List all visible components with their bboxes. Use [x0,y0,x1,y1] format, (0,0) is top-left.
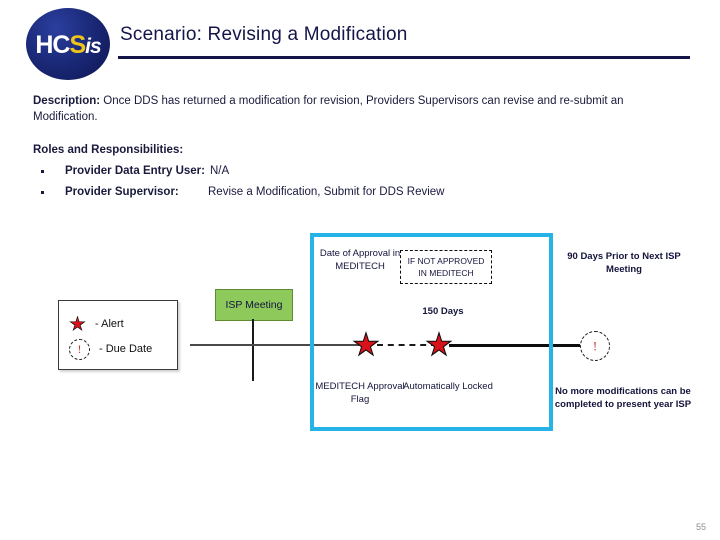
timeline-segment-dashed [377,344,437,346]
role-value: Revise a Modification, Submit for DDS Re… [208,186,445,198]
label-meditech-approval-flag: MEDITECH Approval Flag [315,381,405,405]
role-label: Provider Supervisor: [65,186,179,198]
logo-hc-text: HC [35,30,70,59]
timeline-segment-right [449,344,580,347]
hcsis-logo: HCSis [26,8,110,80]
label-no-more-modifications: No more modifications can be completed t… [554,386,692,410]
timeline-diagram: - Alert ! - Due Date ISP Meeting Date of… [0,225,720,450]
logo-is-text: is [85,34,101,58]
logo-s-text: S [69,30,86,59]
if-not-approved-line2: IN MEDITECH [418,268,474,278]
logo-wordmark: HCSis [35,30,101,59]
legend-item-due-date: ! - Due Date [69,337,152,361]
role-value: N/A [210,165,230,177]
exclamation-glyph: ! [592,338,598,354]
bullet-icon [41,170,44,173]
timeline-segment-left [190,344,365,346]
description-text: Once DDS has returned a modification for… [33,95,624,123]
star-icon [69,315,86,331]
legend-label: - Due Date [99,343,153,355]
label-automatically-locked: Automatically Locked [403,381,493,392]
legend-item-alert: - Alert [69,312,124,336]
star-inner-icon [71,317,84,330]
if-not-approved-box: IF NOT APPROVED IN MEDITECH [400,250,492,284]
slide-header: HCSis Scenario: Revising a Modification [0,0,720,88]
legend-box: - Alert ! - Due Date [58,300,178,370]
due-date-circle-icon: ! [69,338,90,360]
label-150-days: 150 Days [422,306,464,317]
if-not-approved-line1: IF NOT APPROVED [407,256,485,266]
isp-meeting-connector-line [252,319,254,381]
roles-heading: Roles and Responsibilities: [33,144,184,156]
description-label: Description: [33,95,101,107]
label-90-days-prior: 90 Days Prior to Next ISP Meeting [567,251,681,275]
description-paragraph: Description: Once DDS has returned a mod… [33,93,653,125]
title-underline-rule [118,56,690,59]
legend-label: - Alert [95,318,124,330]
due-date-circle-icon: ! [580,331,610,361]
page-number: 55 [695,522,706,532]
focus-highlight-panel [310,233,553,431]
label-date-of-approval: Date of Approval in MEDITECH [319,248,401,272]
page-title: Scenario: Revising a Modification [120,24,408,45]
isp-meeting-node: ISP Meeting [215,289,293,321]
role-label: Provider Data Entry User: [65,165,205,177]
bullet-icon [41,191,44,194]
exclamation-glyph: ! [77,342,82,356]
